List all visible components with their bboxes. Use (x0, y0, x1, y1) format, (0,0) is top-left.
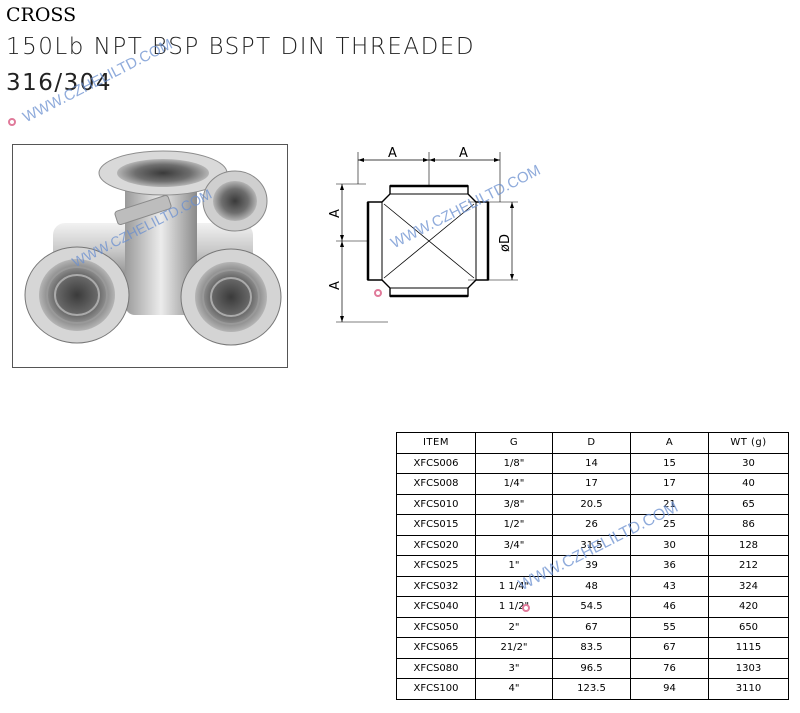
cell-wt: 86 (708, 514, 789, 536)
cell-a: 76 (630, 657, 709, 679)
product-photo: WWW.CZHELILTD.COM (12, 144, 288, 368)
cell-wt: 128 (708, 534, 789, 556)
cell-wt: 1115 (708, 637, 789, 659)
cell-g: 3" (475, 657, 553, 679)
watermark-dot (8, 118, 16, 126)
cell-wt: 3110 (708, 678, 789, 700)
cell-a: 30 (630, 534, 709, 556)
cell-item: XFCS020 (396, 534, 476, 556)
cell-a: 67 (630, 637, 709, 659)
watermark-dot (522, 604, 530, 612)
cell-item: XFCS032 (396, 575, 476, 597)
dimension-a-label: A (328, 209, 343, 218)
cell-wt: 650 (708, 616, 789, 638)
product-title: CROSS (6, 4, 77, 26)
column-header-a: A (630, 432, 709, 454)
cell-item: XFCS080 (396, 657, 476, 679)
cell-a: 94 (630, 678, 709, 700)
cell-g: 1 1/2" (475, 596, 553, 618)
cell-d: 14 (552, 452, 631, 474)
cell-item: XFCS006 (396, 452, 476, 474)
cell-d: 96.5 (552, 657, 631, 679)
dimension-a-label: A (459, 146, 468, 161)
cell-d: 83.5 (552, 637, 631, 659)
cell-item: XFCS050 (396, 616, 476, 638)
cell-d: 48 (552, 575, 631, 597)
dimension-a-label: A (328, 281, 343, 290)
cell-g: 21/2" (475, 637, 553, 659)
column-header-item: ITEM (396, 432, 476, 454)
cell-item: XFCS015 (396, 514, 476, 536)
cell-a: 46 (630, 596, 709, 618)
cell-wt: 1303 (708, 657, 789, 679)
cell-a: 43 (630, 575, 709, 597)
spec-title: 150Lb NPT BSP BSPT DIN THREADED (6, 34, 476, 60)
cell-item: XFCS100 (396, 678, 476, 700)
cell-a: 15 (630, 452, 709, 474)
dimension-a-label: A (388, 146, 397, 161)
cell-a: 55 (630, 616, 709, 638)
cell-wt: 212 (708, 555, 789, 577)
cell-d: 67 (552, 616, 631, 638)
column-header-wt: WT (g) (708, 432, 789, 454)
cell-wt: 420 (708, 596, 789, 618)
watermark-dot (374, 289, 382, 297)
cell-wt: 30 (708, 452, 789, 474)
cell-a: 17 (630, 473, 709, 495)
cell-item: XFCS025 (396, 555, 476, 577)
cell-wt: 40 (708, 473, 789, 495)
cell-d: 20.5 (552, 493, 631, 515)
table-header-row: ITEM G D A WT (g) (396, 432, 789, 454)
cross-fitting-image (24, 150, 282, 346)
technical-drawing: A A A A øD WWW.CZHELILTD.COM (328, 144, 543, 334)
cell-item: XFCS065 (396, 637, 476, 659)
cell-item: XFCS010 (396, 493, 476, 515)
cell-g: 1/4" (475, 473, 553, 495)
cell-g: 3/8" (475, 493, 553, 515)
dimension-d-label: øD (498, 234, 513, 252)
cell-g: 4" (475, 678, 553, 700)
cell-wt: 65 (708, 493, 789, 515)
cell-d: 123.5 (552, 678, 631, 700)
cell-g: 2" (475, 616, 553, 638)
cell-d: 54.5 (552, 596, 631, 618)
cell-g: 1/2" (475, 514, 553, 536)
column-header-g: G (475, 432, 553, 454)
cell-item: XFCS040 (396, 596, 476, 618)
cell-a: 36 (630, 555, 709, 577)
cell-d: 17 (552, 473, 631, 495)
cell-g: 3/4" (475, 534, 553, 556)
column-header-d: D (552, 432, 631, 454)
cell-item: XFCS008 (396, 473, 476, 495)
cross-dimension-drawing: A A A A øD (328, 146, 518, 323)
material-title: 316/304 (6, 70, 113, 96)
cell-g: 1/8" (475, 452, 553, 474)
cell-wt: 324 (708, 575, 789, 597)
